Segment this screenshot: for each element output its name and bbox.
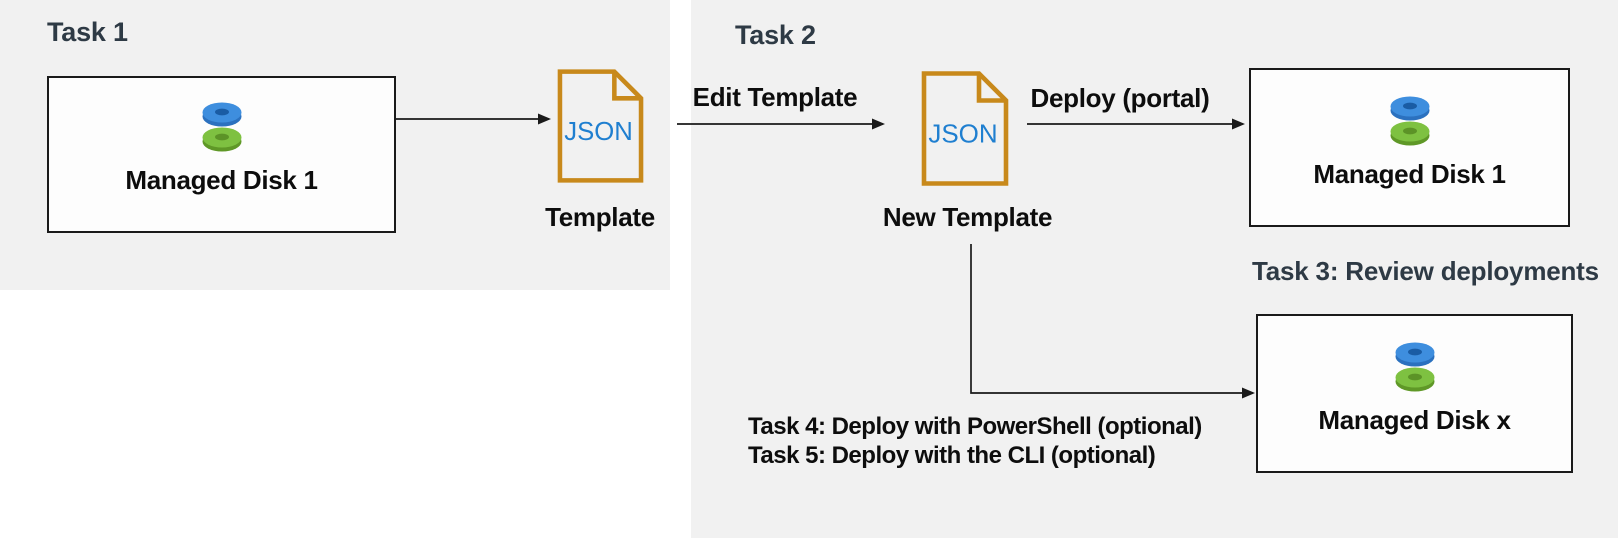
managed-disk-icon — [202, 102, 241, 152]
json-file-text: JSON — [564, 118, 633, 146]
managed-disk-1-source-box: Managed Disk 1 — [47, 76, 396, 233]
task4-task5-labels: Task 4: Deploy with PowerShell (optional… — [748, 412, 1202, 470]
deploy-portal-label: Deploy (portal) — [1030, 83, 1210, 113]
new-template-json-file: JSON — [920, 69, 1010, 188]
managed-disk-icon — [1395, 342, 1434, 392]
task1-heading: Task 1 — [47, 17, 128, 47]
managed-disk-x-label: Managed Disk x — [1318, 405, 1511, 435]
json-file-icon: JSON — [557, 69, 644, 183]
task3-heading: Task 3: Review deployments — [1252, 256, 1599, 286]
task5-label: Task 5: Deploy with the CLI (optional) — [748, 442, 1156, 469]
managed-disk-1-label: Managed Disk 1 — [125, 165, 318, 195]
task2-heading: Task 2 — [735, 20, 816, 50]
json-file-text: JSON — [928, 119, 997, 149]
template-json-file: JSON — [556, 67, 645, 185]
new-template-caption: New Template — [882, 202, 1053, 232]
managed-disk-icon — [1390, 96, 1429, 146]
managed-disk-1-deployed-box: Managed Disk 1 — [1249, 68, 1570, 227]
edit-template-label: Edit Template — [692, 82, 858, 112]
json-file-icon: JSON — [921, 71, 1009, 186]
task4-label: Task 4: Deploy with PowerShell (optional… — [748, 413, 1202, 440]
managed-disk-x-box: Managed Disk x — [1256, 314, 1573, 473]
managed-disk-1-label: Managed Disk 1 — [1313, 159, 1506, 189]
template-caption: Template — [545, 202, 655, 232]
